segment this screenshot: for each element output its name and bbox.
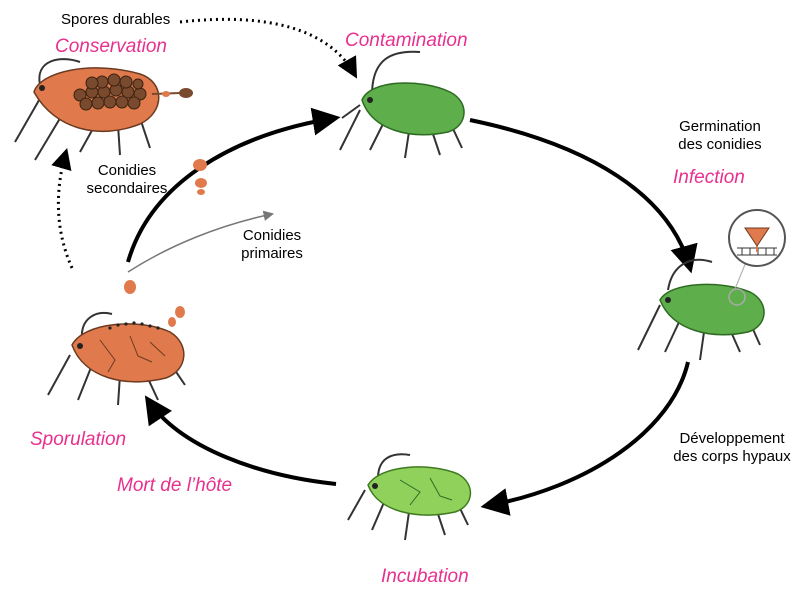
conidies-secondaires-line2: secondaires [72, 180, 182, 198]
conservation-aphid [15, 59, 193, 160]
secondary-conidia [193, 159, 207, 195]
conidies-secondaires-line1: Conidies [72, 162, 182, 180]
spores-durables-label: Spores durables [61, 11, 170, 29]
developpement-label: Développement des corps hypaux [658, 430, 806, 466]
incubation-aphid [348, 454, 470, 540]
sporulation-label: Sporulation [30, 429, 126, 451]
conidies-primaires-line1: Conidies [224, 227, 320, 245]
mort-hote-label: Mort de l’hôte [117, 475, 232, 497]
infection-aphid [638, 210, 785, 360]
germination-label: Germination des conidies [660, 118, 780, 154]
arrow-contamination-to-infection [470, 120, 690, 268]
contamination-label: Contamination [345, 30, 468, 52]
developpement-line2: des corps hypaux [658, 448, 806, 466]
conservation-label: Conservation [55, 36, 167, 58]
sporulation-aphid [48, 306, 185, 405]
arrow-incubation-to-sporulation [148, 400, 336, 484]
contamination-aphid [340, 52, 464, 158]
conidies-primaires-line2: primaires [224, 245, 320, 263]
developpement-line1: Développement [658, 430, 806, 448]
conidies-primaires-label: Conidies primaires [224, 227, 320, 263]
infection-label: Infection [673, 167, 745, 189]
arrow-sporulation-to-conservation [58, 152, 72, 268]
germination-line2: des conidies [660, 136, 780, 154]
incubation-label: Incubation [381, 566, 469, 588]
germination-line1: Germination [660, 118, 780, 136]
conidies-secondaires-label: Conidies secondaires [72, 162, 182, 198]
primary-conidium [124, 280, 136, 294]
arrow-spores-to-contamination [180, 19, 355, 75]
magnifier-icon [729, 210, 785, 266]
